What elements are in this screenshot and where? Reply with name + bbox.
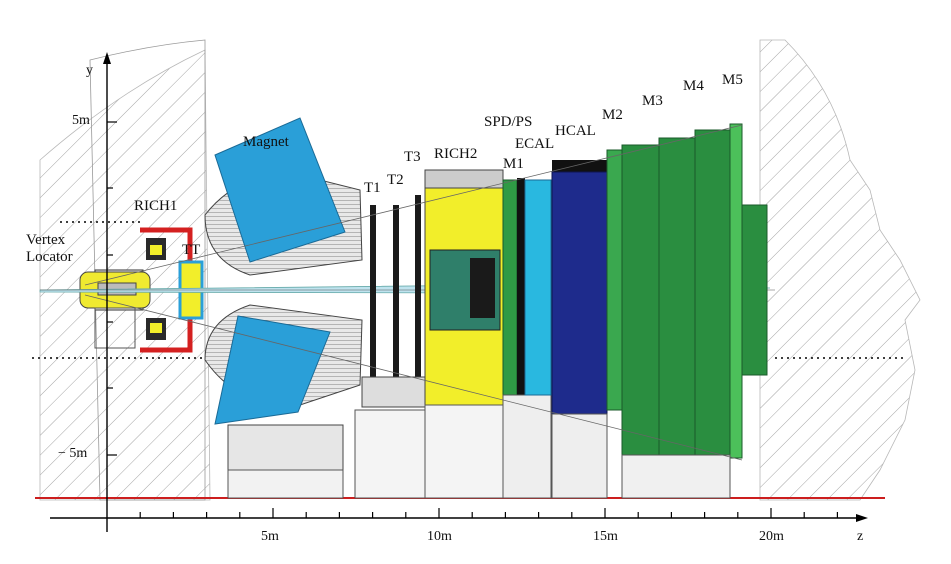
z-tick-label: 20m: [759, 529, 784, 544]
label-m3: M3: [642, 93, 663, 109]
y-axis-label: y: [86, 63, 93, 78]
label-m2: M2: [602, 107, 623, 123]
z-axis-label: z: [857, 529, 864, 544]
tracking-stations: [354, 195, 429, 499]
label-m5: M5: [722, 72, 743, 88]
label-t1: T1: [364, 180, 381, 196]
label-ecal: ECAL: [515, 136, 555, 152]
spd-ps-m1: [502, 178, 552, 499]
label-hcal: HCAL: [555, 123, 596, 139]
label-rich2: RICH2: [434, 146, 478, 162]
y-tick-label: − 5m: [58, 445, 88, 461]
label-tt: TT: [182, 242, 201, 258]
label-spd-ps: SPD/PS: [484, 114, 533, 130]
label-magnet: Magnet: [243, 134, 289, 150]
y-tick-label: 5m: [72, 112, 90, 128]
rich2: [424, 169, 504, 499]
label-locator: Locator: [26, 249, 73, 265]
label-t3: T3: [404, 149, 421, 165]
label-vertex: Vertex: [26, 232, 66, 248]
hcal: [551, 160, 608, 499]
ecal: [524, 179, 552, 396]
muon-stations: [606, 123, 768, 499]
magnet: [204, 117, 363, 499]
z-tick-label: 5m: [261, 529, 279, 544]
label-rich1: RICH1: [134, 198, 178, 214]
z-tick-label: 15m: [593, 529, 618, 544]
axes: [50, 52, 868, 532]
label-m1: M1: [503, 156, 524, 172]
z-tick-label: 10m: [427, 529, 452, 544]
label-m4: M4: [683, 78, 704, 94]
label-t2: T2: [387, 172, 404, 188]
